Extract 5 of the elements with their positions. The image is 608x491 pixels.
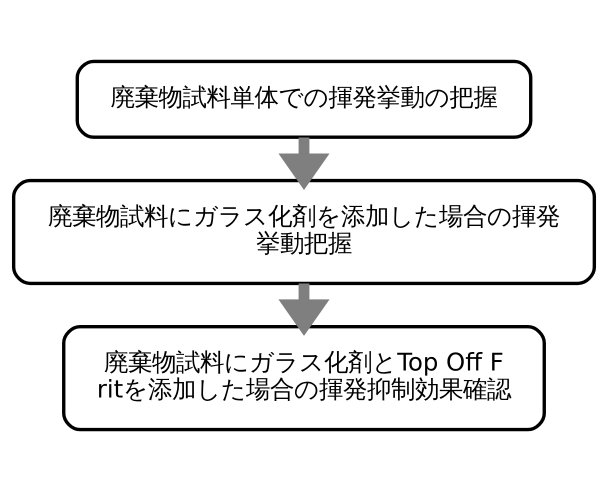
node-box: 廃棄物試料にガラス化剤とTop Off Fritを添加した場合の揮発抑制効果確認	[62, 325, 546, 432]
arrow	[278, 284, 330, 336]
arrow	[278, 138, 330, 190]
node-box: 廃棄物試料にガラス化剤を添加した場合の揮発挙動把握	[12, 178, 596, 286]
node-box: 廃棄物試料単体での揮発挙動の把握	[76, 60, 532, 139]
